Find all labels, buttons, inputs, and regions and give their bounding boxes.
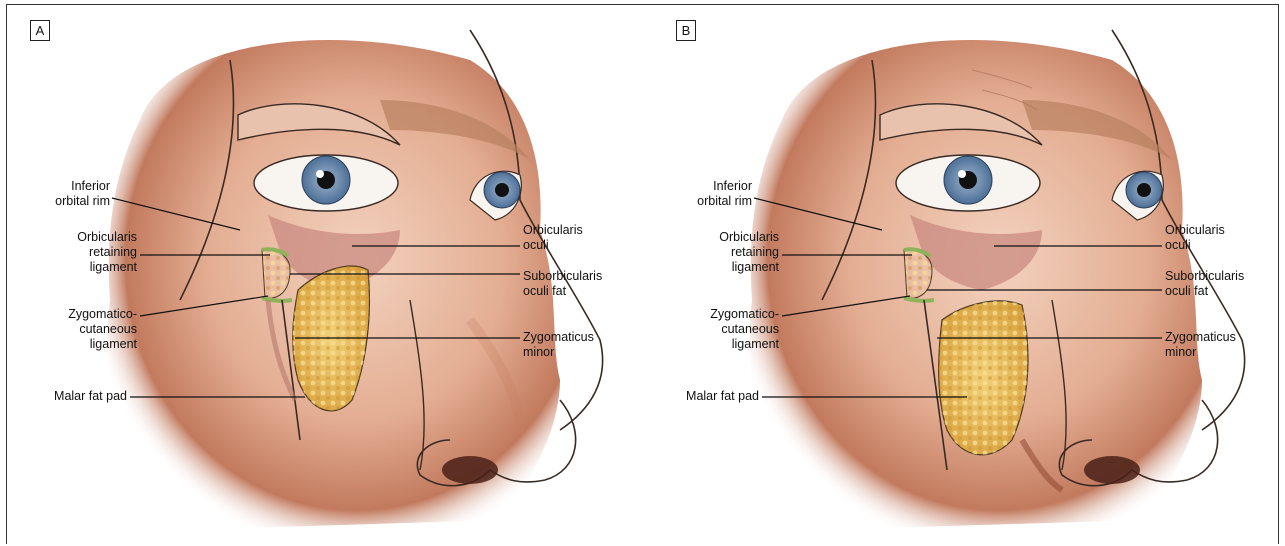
eye-highlight-left: [958, 170, 966, 178]
label-zygomatico-cutaneous-ligament: Zygomatico- cutaneous ligament: [68, 307, 137, 352]
nostril: [442, 456, 498, 484]
label-inferior-orbital-rim: Inferior orbital rim: [55, 179, 110, 209]
panel-letter-a: A: [30, 20, 50, 41]
label-orbicularis-oculi: Orbicularis oculi: [523, 223, 583, 253]
label-zygomaticus-minor: Zygomaticus minor: [523, 330, 594, 360]
label-malar-fat-pad: Malar fat pad: [686, 389, 759, 404]
label-orbicularis-retaining-ligament: Orbicularis retaining ligament: [77, 230, 137, 275]
label-suborbicularis-oculi-fat: Suborbicularis oculi fat: [1165, 269, 1244, 299]
panel-b: B Inferior orbital rim Orbicularis retai…: [642, 0, 1284, 546]
label-inferior-orbital-rim: Inferior orbital rim: [697, 179, 752, 209]
label-malar-fat-pad: Malar fat pad: [54, 389, 127, 404]
panel-a: A Inferior orbital rim Orbicularis retai…: [0, 0, 642, 546]
eye-highlight-left: [316, 170, 324, 178]
panel-letter-b: B: [676, 20, 696, 41]
nostril: [1084, 456, 1140, 484]
label-orbicularis-retaining-ligament: Orbicularis retaining ligament: [719, 230, 779, 275]
pupil-right: [495, 183, 509, 197]
pupil-right: [1137, 183, 1151, 197]
label-orbicularis-oculi: Orbicularis oculi: [1165, 223, 1225, 253]
label-suborbicularis-oculi-fat: Suborbicularis oculi fat: [523, 269, 602, 299]
label-zygomatico-cutaneous-ligament: Zygomatico- cutaneous ligament: [710, 307, 779, 352]
label-zygomaticus-minor: Zygomaticus minor: [1165, 330, 1236, 360]
